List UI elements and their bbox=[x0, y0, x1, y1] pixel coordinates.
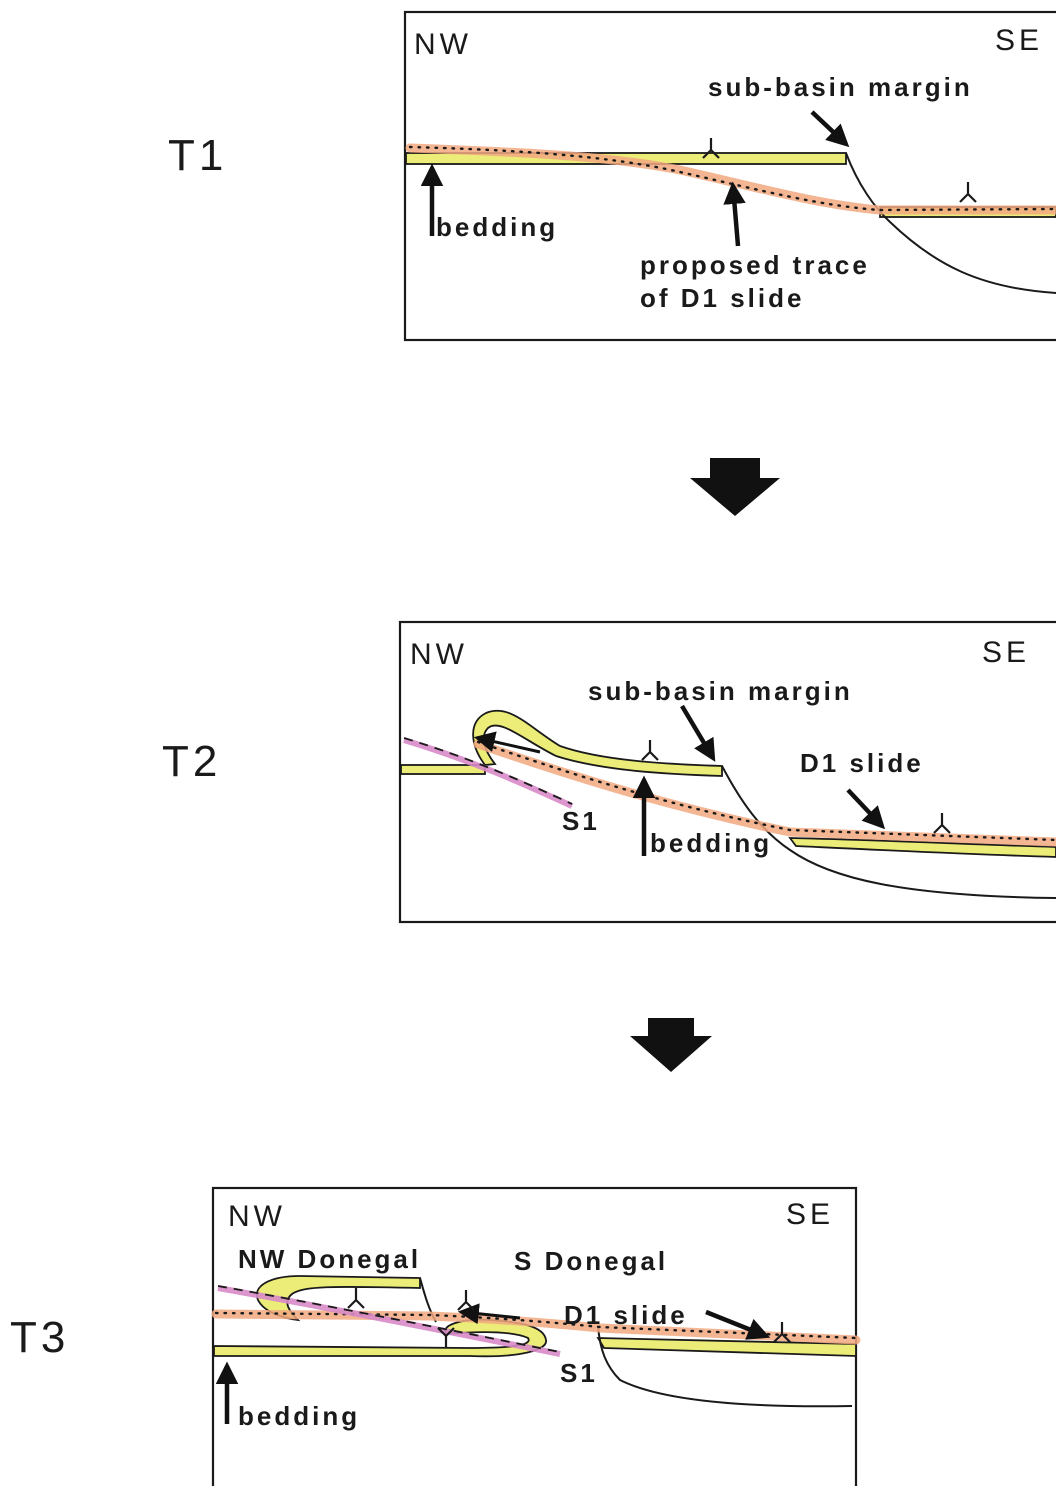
panel-t3: T3 NW SE NW Donegal S Donegal D1 slide bbox=[10, 1188, 856, 1486]
label-proposed-trace: proposed trace bbox=[640, 250, 870, 280]
down-arrow-icon bbox=[630, 1018, 712, 1072]
label-s1: S1 bbox=[560, 1358, 598, 1388]
direction-nw-t2: NW bbox=[410, 638, 468, 671]
way-up-icon bbox=[934, 813, 950, 833]
label-sub-basin-margin: sub-basin margin bbox=[588, 676, 853, 706]
label-d1-slide: D1 slide bbox=[800, 748, 924, 778]
stage-label-t1: T1 bbox=[168, 131, 227, 180]
direction-nw-t3: NW bbox=[228, 1200, 286, 1233]
trace-arrow bbox=[733, 186, 738, 246]
label-bedding: bedding bbox=[436, 212, 558, 242]
stage-label-t3: T3 bbox=[10, 1313, 69, 1362]
direction-se-t2: SE bbox=[982, 636, 1030, 669]
label-nw-donegal: NW Donegal bbox=[238, 1244, 421, 1274]
margin-arrow bbox=[812, 112, 846, 144]
panel-t1: T1 NW SE sub-basin margin bedding propos… bbox=[168, 12, 1056, 340]
basin-margin-fault bbox=[846, 153, 1056, 293]
way-up-icon bbox=[348, 1288, 364, 1308]
direction-se-t1: SE bbox=[995, 24, 1043, 57]
label-s1: S1 bbox=[562, 806, 600, 836]
way-up-icon bbox=[458, 1290, 474, 1310]
label-bedding: bedding bbox=[650, 828, 772, 858]
folded-bedding-layer bbox=[473, 711, 722, 776]
lower-fold-layer bbox=[214, 1320, 546, 1357]
slide-arrow bbox=[848, 790, 882, 826]
label-sub-basin-margin: sub-basin margin bbox=[708, 72, 973, 102]
direction-nw-t1: NW bbox=[414, 28, 472, 61]
label-bedding: bedding bbox=[238, 1401, 360, 1431]
way-up-icon bbox=[642, 740, 658, 760]
label-d1-slide: D1 slide bbox=[564, 1300, 688, 1330]
label-s-donegal: S Donegal bbox=[514, 1246, 668, 1276]
panel-t2: T2 NW SE sub-basin margin D1 slide S1 be… bbox=[162, 622, 1056, 922]
stage-label-t2: T2 bbox=[162, 737, 221, 786]
direction-se-t3: SE bbox=[786, 1198, 834, 1231]
label-of-d1-slide: of D1 slide bbox=[640, 283, 804, 313]
way-up-icon bbox=[960, 182, 976, 202]
down-arrow-icon bbox=[690, 458, 780, 516]
margin-arrow bbox=[682, 706, 713, 758]
